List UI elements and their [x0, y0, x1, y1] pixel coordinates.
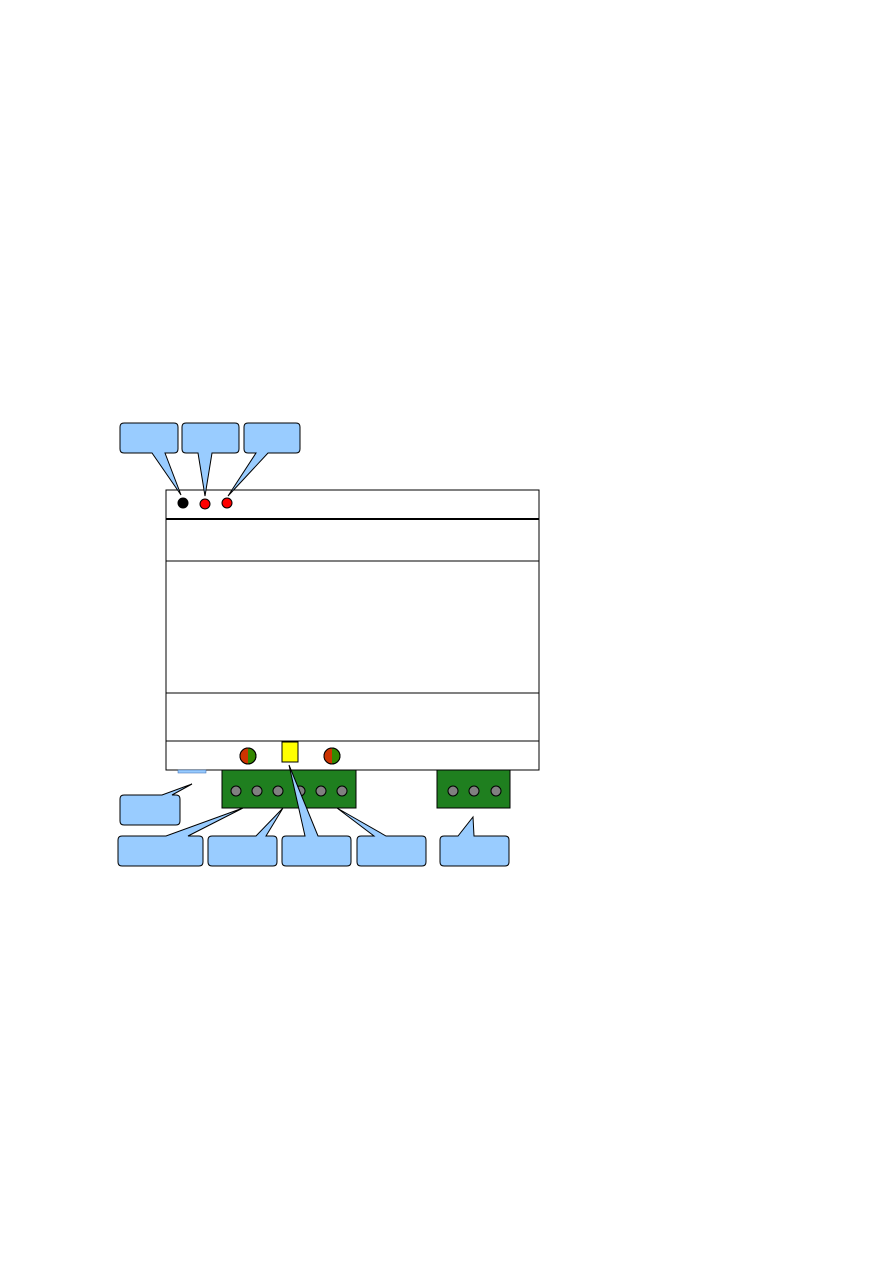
callout-top-2 [181, 422, 240, 497]
blue-tab [177, 769, 207, 774]
device-housing [165, 489, 540, 771]
led-red [199, 498, 211, 510]
callout-top-3 [227, 422, 301, 497]
callout-bottom-2 [117, 807, 244, 867]
callout-bottom-3 [207, 807, 284, 867]
callout-bottom-4 [281, 764, 352, 867]
callout-top-1 [119, 422, 182, 496]
terminal-screw [315, 785, 327, 797]
terminal-screw [230, 785, 242, 797]
terminal-screw [447, 785, 459, 797]
terminal-screw [251, 785, 263, 797]
led-red [221, 497, 233, 509]
bicolor-led [239, 747, 257, 765]
terminal-screw [336, 785, 348, 797]
secondary-terminal-block [436, 769, 511, 809]
main-terminal-block [221, 769, 357, 809]
push-button[interactable] [281, 741, 299, 763]
housing-outline [165, 489, 540, 771]
terminal-screw [490, 785, 502, 797]
terminal-screw [272, 785, 284, 797]
led-black [177, 497, 189, 509]
callout-bottom-6 [439, 815, 510, 867]
callout-bottom-1 [119, 783, 193, 826]
terminal-screw [468, 785, 480, 797]
bicolor-led [323, 747, 341, 765]
callout-bottom-5 [336, 807, 427, 867]
